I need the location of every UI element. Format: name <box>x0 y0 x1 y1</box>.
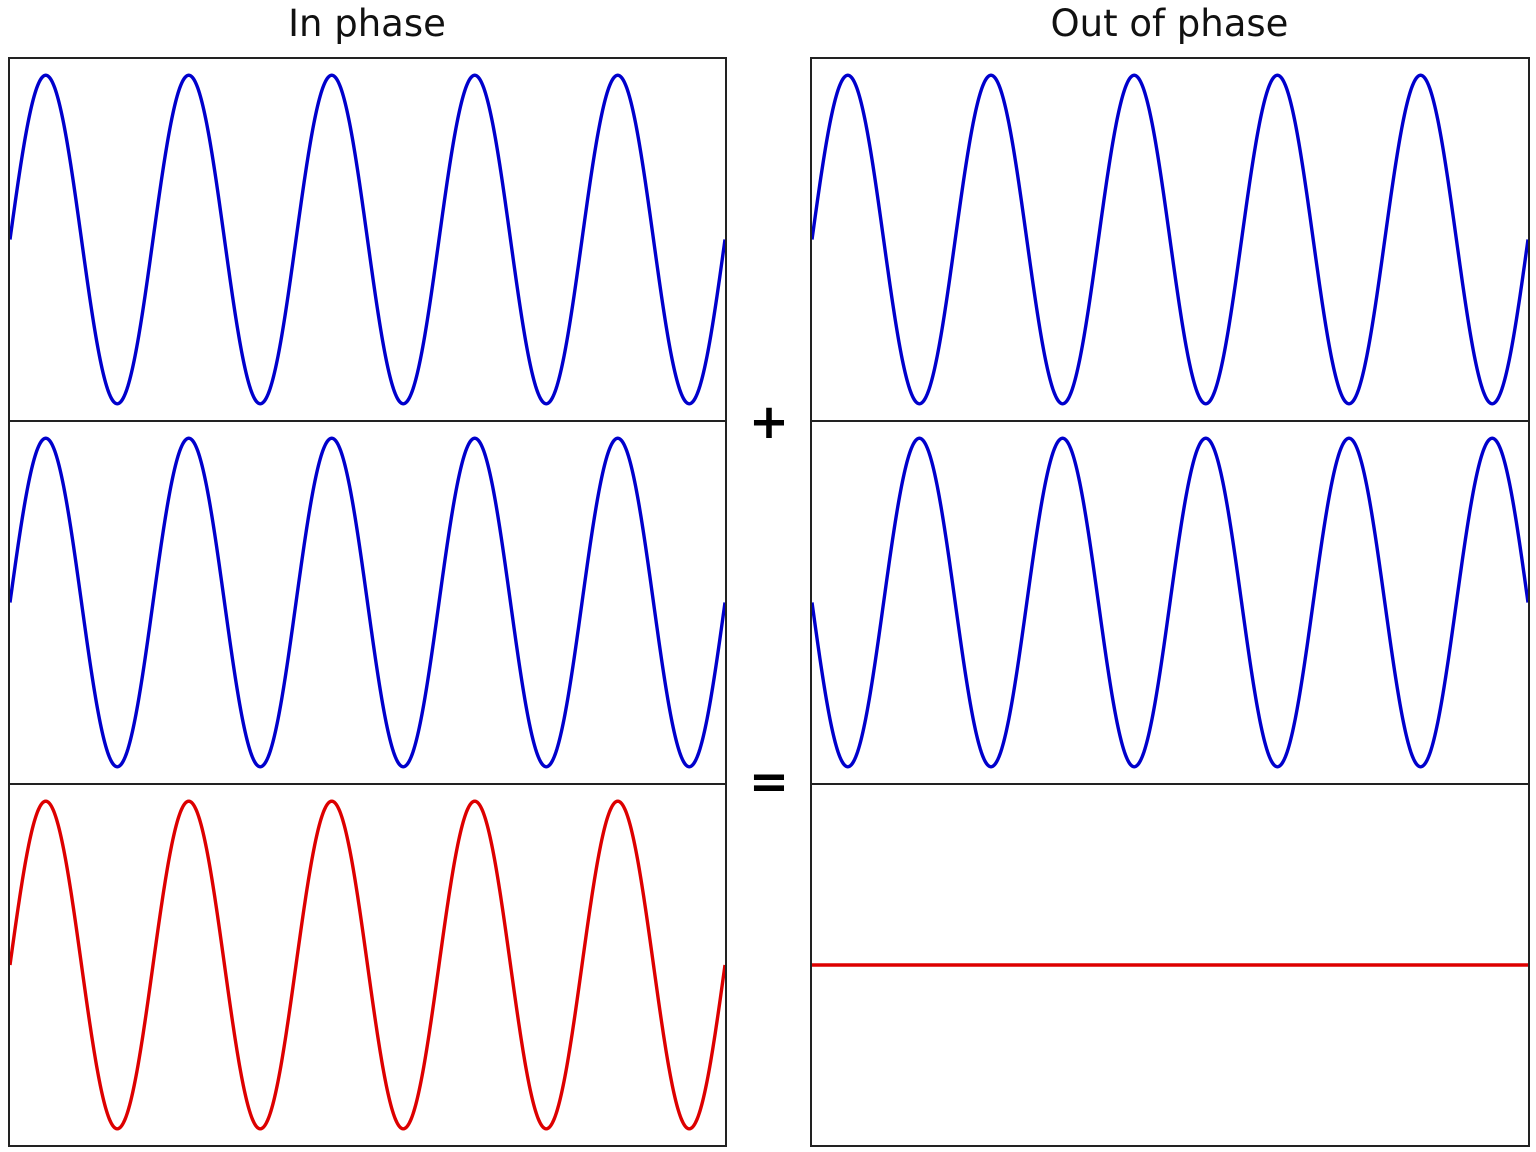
in-phase-wave-a-panel <box>8 57 727 422</box>
in-phase-sum-plot <box>10 799 725 1131</box>
out-of-phase-wave-b-panel <box>810 420 1530 785</box>
wave-line <box>10 436 725 769</box>
wave-line <box>812 73 1528 406</box>
in-phase-wave-b-panel <box>8 420 727 785</box>
in-phase-title: In phase <box>288 2 446 45</box>
plus-operator: + <box>748 394 790 450</box>
in-phase-wave-b-plot <box>10 436 725 769</box>
out-of-phase-wave-a-panel <box>810 57 1530 422</box>
out-of-phase-title: Out of phase <box>1050 2 1289 45</box>
wave-line <box>812 436 1528 769</box>
out-of-phase-wave-b-plot <box>812 436 1528 769</box>
wave-line <box>10 799 725 1131</box>
wave-line <box>10 73 725 406</box>
equals-operator: = <box>748 754 790 810</box>
out-of-phase-wave-a-plot <box>812 73 1528 406</box>
out-of-phase-sum-plot <box>812 963 1528 967</box>
out-of-phase-sum-panel <box>810 783 1530 1147</box>
in-phase-sum-panel <box>8 783 727 1147</box>
in-phase-wave-a-plot <box>10 73 725 406</box>
